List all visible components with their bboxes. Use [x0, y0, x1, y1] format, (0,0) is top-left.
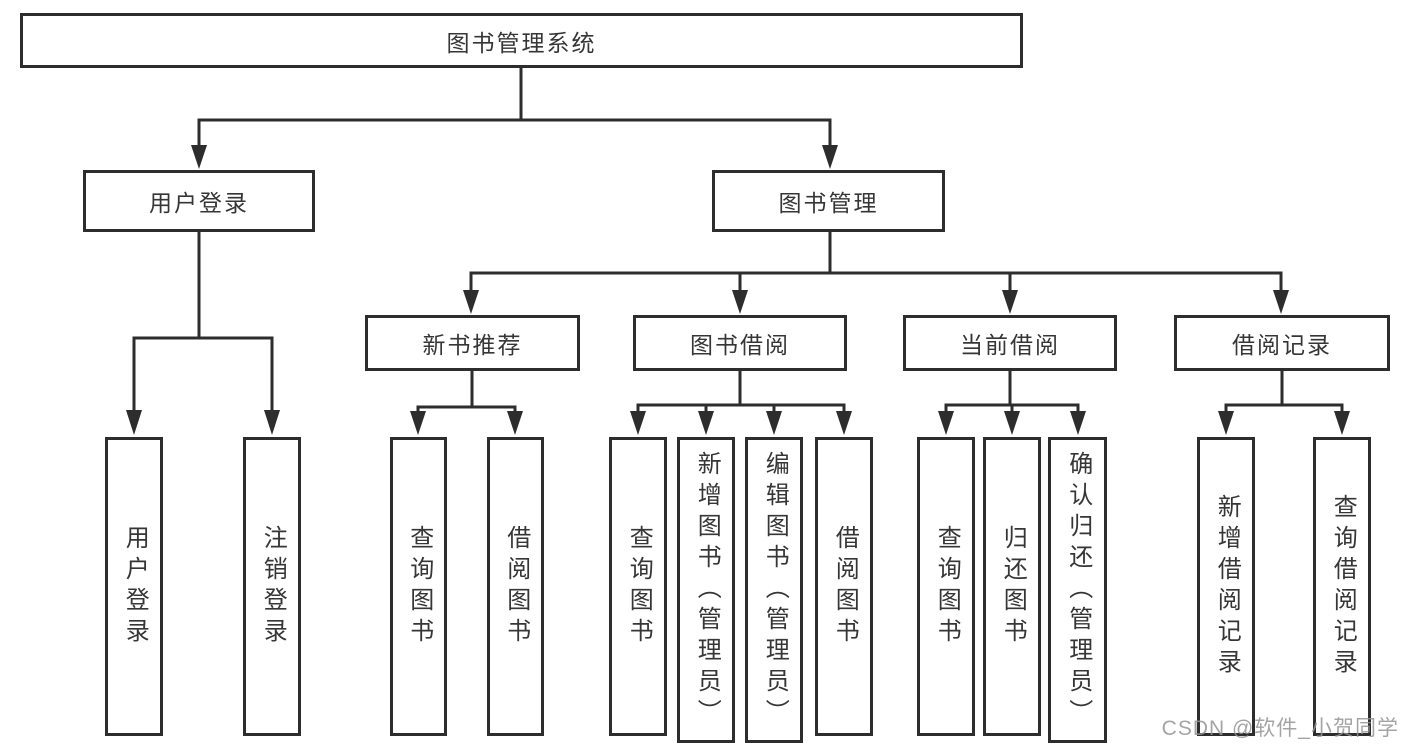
leaf-current-query-book: 查询图书 — [917, 437, 975, 736]
connector-borrow-to-leaves — [630, 371, 852, 435]
leaf-recommend-borrow-book: 借阅图书 — [487, 437, 544, 736]
leaf-borrow-query-book-label: 查询图书 — [625, 524, 653, 649]
leaf-return-book-label: 归还图书 — [999, 524, 1027, 649]
leaf-query-borrow-record: 查询借阅记录 — [1313, 437, 1371, 736]
leaf-query-borrow-record-label: 查询借阅记录 — [1329, 493, 1357, 680]
leaf-logout-label: 注销登录 — [259, 524, 287, 649]
leaf-recommend-borrow-book-label: 借阅图书 — [502, 524, 530, 649]
leaf-recommend-query-book-label: 查询图书 — [405, 524, 433, 649]
node-book-mgmt: 图书管理 — [712, 170, 945, 232]
node-root: 图书管理系统 — [20, 13, 1023, 68]
node-new-book-recommend-label: 新书推荐 — [422, 332, 523, 358]
node-current-borrow: 当前借阅 — [903, 315, 1117, 371]
leaf-edit-book-admin: 编辑图书（管理员） — [745, 437, 803, 743]
connector-userlogin-to-leaves — [126, 232, 280, 435]
leaf-borrow-query-book: 查询图书 — [609, 437, 667, 736]
connector-current-to-leaves — [938, 371, 1086, 435]
leaf-logout: 注销登录 — [243, 437, 301, 736]
node-borrow-record: 借阅记录 — [1174, 315, 1390, 371]
leaf-current-query-book-label: 查询图书 — [933, 524, 961, 649]
leaf-borrow-book-label: 借阅图书 — [831, 524, 859, 649]
leaf-user-login: 用户登录 — [105, 437, 163, 736]
connector-record-to-leaves — [1218, 371, 1350, 435]
node-borrow-record-label: 借阅记录 — [1232, 332, 1332, 358]
node-user-login-label: 用户登录 — [149, 190, 249, 216]
connector-recommend-to-leaves — [410, 371, 523, 435]
leaf-add-book-admin: 新增图书（管理员） — [677, 437, 735, 743]
connector-bookmgmt-to-level3 — [463, 232, 1289, 314]
connector-root-to-level2 — [191, 68, 838, 169]
leaf-recommend-query-book: 查询图书 — [390, 437, 447, 736]
leaf-confirm-return-admin: 确认归还（管理员） — [1048, 437, 1107, 743]
leaf-return-book: 归还图书 — [983, 437, 1041, 736]
leaf-confirm-return-admin-label: 确认归还（管理员） — [1064, 450, 1092, 730]
node-root-label: 图书管理系统 — [446, 29, 597, 56]
node-book-borrow: 图书借阅 — [633, 315, 847, 371]
leaf-add-borrow-record: 新增借阅记录 — [1197, 437, 1255, 736]
leaf-edit-book-admin-label: 编辑图书（管理员） — [761, 450, 789, 730]
leaf-add-borrow-record-label: 新增借阅记录 — [1213, 493, 1241, 680]
node-user-login: 用户登录 — [83, 170, 315, 232]
leaf-user-login-label: 用户登录 — [121, 524, 149, 649]
leaf-add-book-admin-label: 新增图书（管理员） — [693, 450, 721, 730]
node-current-borrow-label: 当前借阅 — [960, 332, 1060, 358]
node-book-borrow-label: 图书借阅 — [690, 332, 790, 358]
node-new-book-recommend: 新书推荐 — [365, 315, 580, 371]
leaf-borrow-book: 借阅图书 — [815, 437, 873, 736]
node-book-mgmt-label: 图书管理 — [778, 190, 879, 216]
